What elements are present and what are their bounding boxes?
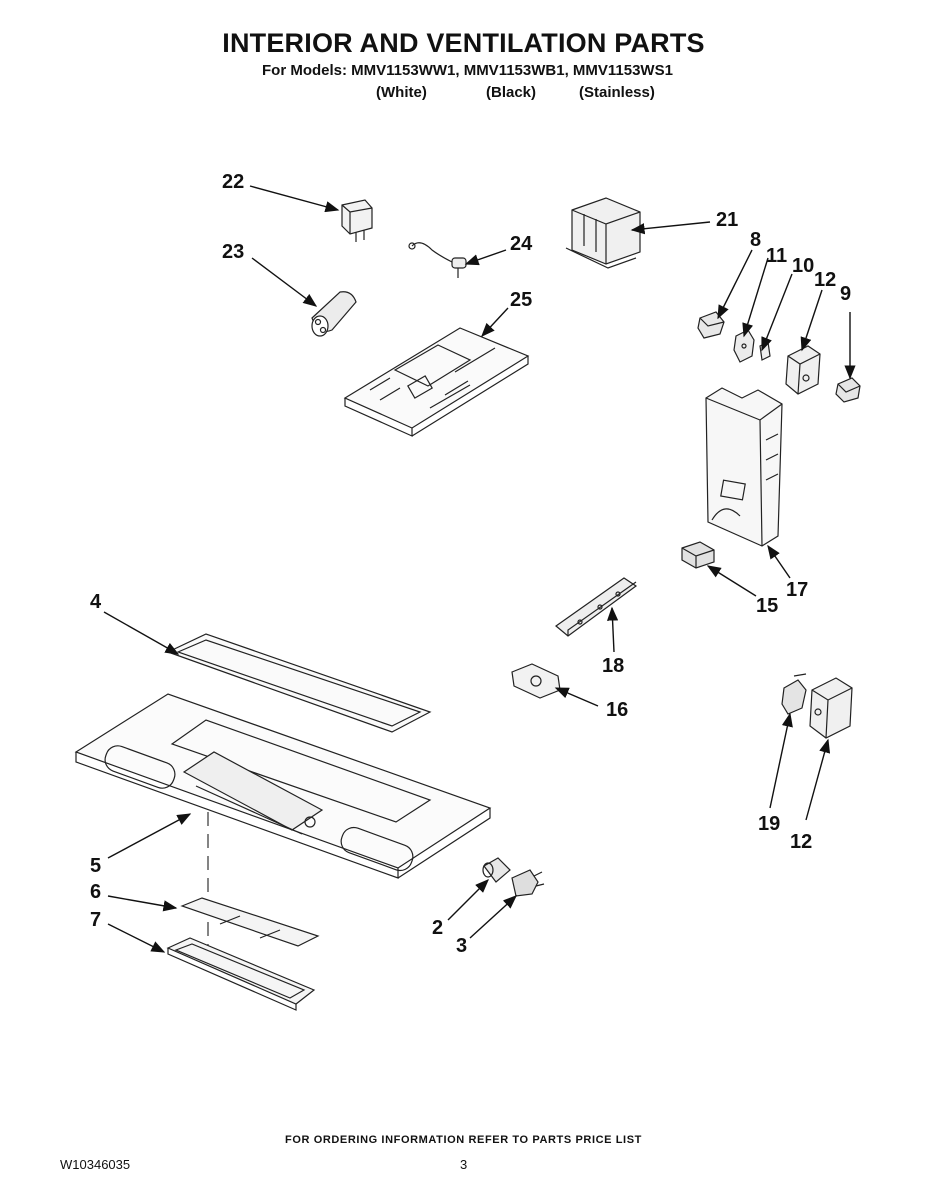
callout-11: 11 [766, 245, 787, 267]
callout-8: 8 [750, 229, 761, 251]
part-8-sensor [697, 311, 725, 339]
part-6-charcoal-filter [180, 897, 320, 947]
part-10-actuator [759, 341, 771, 361]
ordering-note: FOR ORDERING INFORMATION REFER TO PARTS … [285, 1134, 642, 1146]
part-25-base-plate [343, 327, 530, 437]
callout-6: 6 [90, 881, 101, 903]
callout-12-upper: 12 [814, 269, 836, 291]
callout-25: 25 [510, 289, 532, 311]
part-16-socket-plate [511, 663, 561, 699]
models-line: For Models: MMV1153WW1, MMV1153WB1, MMV1… [262, 62, 673, 79]
part-15-block [681, 541, 715, 569]
callout-21: 21 [716, 209, 738, 231]
callout-5: 5 [90, 855, 101, 877]
callout-16: 16 [606, 699, 628, 721]
part-22-relay-bracket [341, 199, 373, 242]
part-12-holder-lower [809, 677, 853, 739]
callout-19: 19 [758, 813, 780, 835]
callout-9: 9 [840, 283, 851, 305]
callout-3: 3 [456, 935, 467, 957]
page-title: INTERIOR AND VENTILATION PARTS [222, 28, 705, 58]
part-18-bracket [555, 577, 638, 637]
callout-23: 23 [222, 241, 244, 263]
callout-12-lower: 12 [790, 831, 812, 853]
document-number: W10346035 [60, 1157, 131, 1172]
part-21-transformer [565, 197, 641, 269]
part-2-lamp [482, 857, 511, 883]
callout-17: 17 [786, 579, 808, 601]
callout-24: 24 [510, 233, 533, 255]
part-24-diode [408, 242, 467, 278]
callout-22: 22 [222, 171, 244, 193]
callout-4: 4 [90, 591, 102, 613]
callout-15: 15 [756, 595, 778, 617]
page-number: 3 [460, 1157, 468, 1172]
part-5-bottom-panel [74, 693, 492, 879]
part-19-switch [781, 673, 807, 715]
part-17-air-duct [705, 387, 783, 547]
part-12-holder-upper [785, 345, 821, 395]
part-4-filter [166, 633, 432, 733]
variant-black: (Black) [486, 84, 537, 101]
callout-18: 18 [602, 655, 624, 677]
callout-2: 2 [432, 917, 443, 939]
variant-white: (White) [376, 84, 427, 101]
callout-7: 7 [90, 909, 101, 931]
part-3-lamp-socket [511, 869, 545, 897]
part-23-capacitor [311, 291, 357, 337]
part-9-thermal-cutout [835, 377, 861, 403]
part-7-vent-grille [166, 937, 316, 1011]
variant-stainless: (Stainless) [579, 84, 655, 101]
callout-10: 10 [792, 255, 814, 277]
